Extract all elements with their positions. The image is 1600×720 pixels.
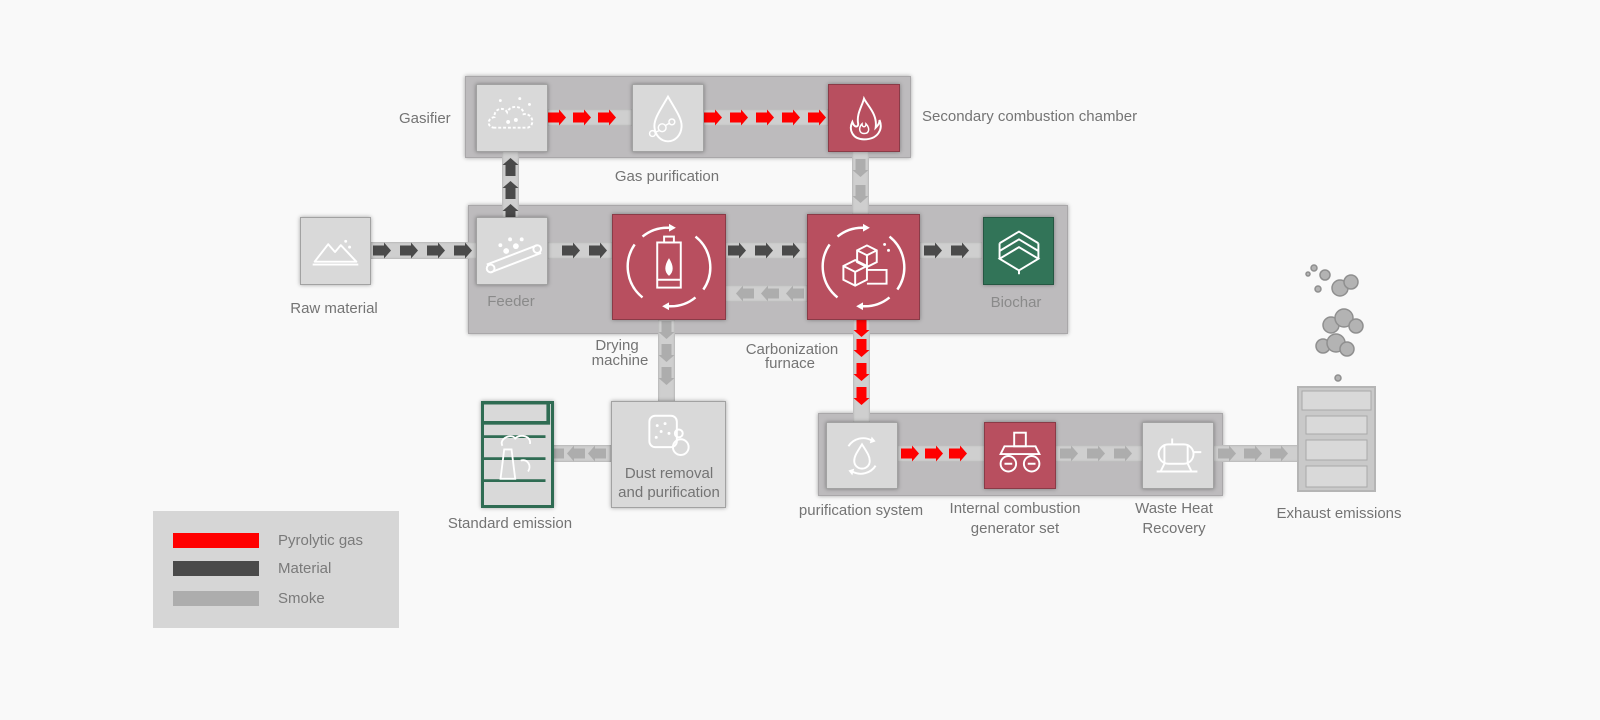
wood-stack-icon <box>997 230 1041 275</box>
water-drop-cycle-icon <box>847 436 877 476</box>
secondary-combustion-label: Secondary combustion chamber <box>922 108 1138 125</box>
dust-removal-node <box>611 401 726 508</box>
dust-removal-label-1: Dust removal <box>624 465 714 482</box>
ic-generator-node <box>984 422 1056 489</box>
carbonization-furnace-node <box>807 214 920 320</box>
gas-cloud-icon <box>487 97 534 129</box>
legend-swatch-smoke <box>173 591 259 606</box>
factory-chimney-icon <box>484 404 551 483</box>
raw-material-label: Raw material <box>290 300 378 317</box>
generator-icon <box>999 431 1041 473</box>
biochar-node <box>983 217 1054 285</box>
legend-swatch-material <box>173 561 259 576</box>
flame-icon <box>849 95 882 141</box>
legend-label-material: Material <box>278 560 332 577</box>
dust-filter-icon <box>648 414 690 456</box>
feeder-label: Feeder <box>487 293 535 310</box>
purification-system-label: purification system <box>798 502 924 519</box>
feeder-node <box>476 217 548 285</box>
drying-machine-node <box>612 214 726 320</box>
legend-label-smoke: Smoke <box>278 590 325 607</box>
ic-generator-label-2: generator set <box>970 520 1060 537</box>
standard-emission-label: Standard emission <box>447 515 573 532</box>
carbonization-cycle-icon <box>821 223 906 311</box>
drying-machine-label-2: machine <box>591 352 649 369</box>
gasifier-node <box>476 84 548 152</box>
standard-emission-node <box>481 401 554 508</box>
waste-heat-label-2: Recovery <box>1142 520 1206 537</box>
conveyor-icon <box>485 237 543 274</box>
waste-heat-node <box>1142 422 1214 489</box>
carbonization-label-2: furnace <box>764 355 816 372</box>
drying-machine-label-1: Drying <box>595 337 639 354</box>
exhaust-emissions-label: Exhaust emissions <box>1276 505 1402 522</box>
pipe-raw-to-feeder <box>370 242 480 259</box>
legend-swatch-pyrolytic-gas <box>173 533 259 548</box>
purification-system-node <box>826 422 898 489</box>
gas-purification-label: Gas purification <box>614 168 720 185</box>
gas-purification-node <box>632 84 704 152</box>
biochar-label: Biochar <box>990 294 1042 311</box>
carbonization-label-1: Carbonization <box>745 341 839 358</box>
waste-heat-label-1: Waste Heat <box>1135 500 1213 517</box>
dust-removal-label-2: and purification <box>618 484 720 501</box>
legend-label-pyrolytic-gas: Pyrolytic gas <box>278 532 364 549</box>
ic-generator-label-1: Internal combustion <box>949 500 1081 517</box>
main-process-panel <box>468 205 1068 334</box>
raw-material-node <box>300 217 371 285</box>
sand-pile-icon <box>312 239 359 266</box>
secondary-combustion-node <box>828 84 900 152</box>
gasifier-label: Gasifier <box>399 110 451 127</box>
molecule-drop-icon <box>648 94 683 143</box>
legend: Pyrolytic gas Material Smoke <box>153 511 399 628</box>
boiler-icon <box>1156 438 1202 473</box>
drying-cycle-icon <box>626 223 712 311</box>
